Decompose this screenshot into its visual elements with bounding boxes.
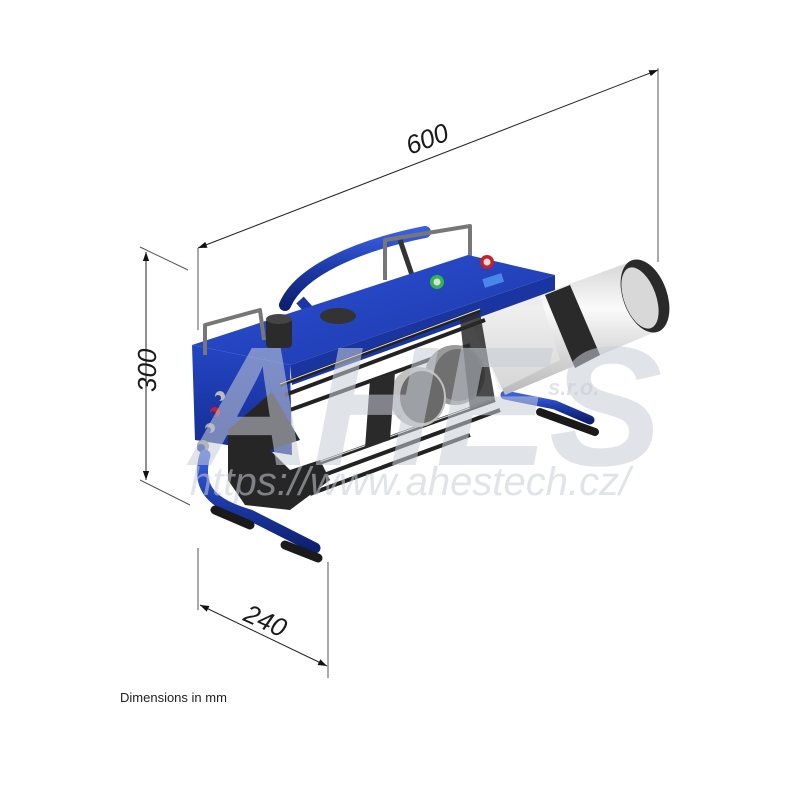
wire-frame-front bbox=[203, 308, 266, 355]
watermark-url: https://www.ahestech.cz/ bbox=[190, 460, 634, 504]
watermark-logo-suffix: s.r.o. bbox=[548, 375, 599, 400]
watermark: AHES s.r.o. https://www.ahestech.cz/ bbox=[186, 312, 662, 504]
width-label: 240 bbox=[239, 598, 292, 644]
welding-machine bbox=[192, 224, 670, 563]
rear-stand bbox=[500, 390, 599, 436]
front-stand bbox=[196, 449, 323, 563]
height-label: 300 bbox=[132, 348, 162, 392]
roller-cylinder bbox=[470, 259, 670, 395]
wire-frame-rear bbox=[383, 224, 472, 280]
cable-gland bbox=[266, 318, 292, 348]
length-label: 600 bbox=[401, 117, 453, 161]
clamp-plate bbox=[228, 392, 330, 510]
dimension-300: 300 bbox=[132, 246, 191, 506]
watermark-logo: AHES bbox=[186, 312, 662, 502]
dimension-240: 240 bbox=[197, 548, 329, 678]
filler-cap bbox=[320, 308, 356, 324]
control-panel-display bbox=[482, 273, 505, 288]
dimensions-caption: Dimensions in mm bbox=[120, 690, 227, 705]
